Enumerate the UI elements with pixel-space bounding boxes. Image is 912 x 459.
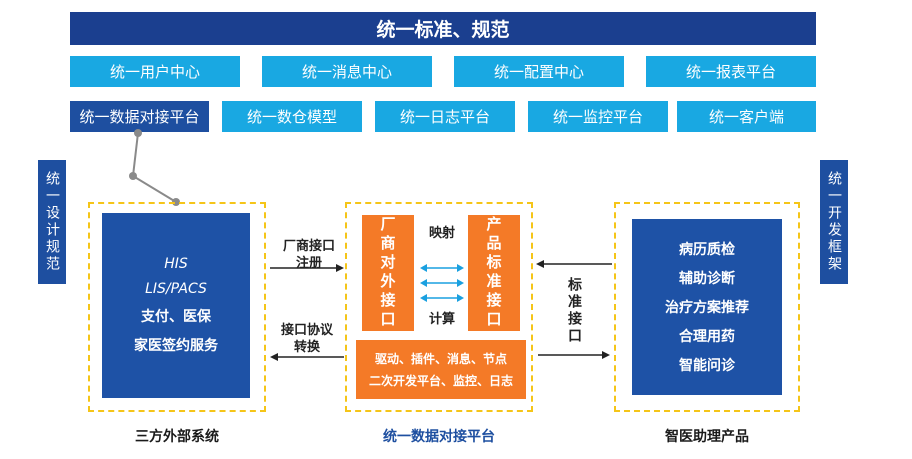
side-label: 统一设计规范 (44, 171, 60, 273)
protocol-convert-label: 接口协议 转换 (272, 322, 342, 356)
vendor-interface-label: 厂商对外接口 (378, 216, 397, 330)
header-title-bar: 统一标准、规范 (70, 12, 816, 45)
services-line-1: 驱动、插件、消息、节点 (374, 351, 507, 366)
platform-services-box: 驱动、插件、消息、节点 二次开发平台、监控、日志 (356, 340, 526, 399)
compute-label: 计算 (428, 312, 455, 327)
unified-log-platform-box: 统一日志平台 (375, 101, 515, 132)
unified-client-box: 统一客户端 (677, 101, 816, 132)
third-party-container (88, 202, 266, 412)
platform-caption: 统一数据对接平台 (383, 429, 495, 445)
box-label: 统一日志平台 (399, 108, 490, 126)
box-label: 统一消息中心 (301, 63, 392, 81)
smart-consult-label: 智能问诊 (679, 358, 735, 374)
arrow-standard-in-head (536, 260, 544, 268)
third-party-systems-box: HIS LIS/PACS 支付、医保 家医签约服务 (102, 213, 250, 398)
box-label: 统一数据对接平台 (79, 108, 200, 126)
side-design-spec: 统一设计规范 (38, 160, 66, 284)
assisted-diagnosis-label: 辅助诊断 (679, 271, 735, 287)
box-label: 统一监控平台 (552, 108, 643, 126)
services-line-2: 二次开发平台、监控、日志 (368, 373, 513, 388)
connector-dot (129, 172, 137, 180)
record-quality-label: 病历质检 (679, 242, 735, 258)
box-label: 统一配置中心 (493, 63, 584, 81)
unified-monitor-platform-box: 统一监控平台 (528, 101, 668, 132)
rational-drug-label: 合理用药 (679, 329, 735, 345)
unified-report-platform-box: 统一报表平台 (646, 56, 816, 87)
unified-message-center-box: 统一消息中心 (262, 56, 432, 87)
his-label: HIS (164, 256, 188, 272)
standard-interface-label: 标准接口 (566, 277, 582, 345)
unified-warehouse-model-box: 统一数仓模型 (222, 101, 362, 132)
side-dev-framework: 统一开发框架 (820, 160, 848, 284)
arrow-standard-out-head (602, 351, 610, 359)
mapping-label: 映射 (428, 226, 455, 241)
platform-container (345, 202, 533, 412)
box-label: 统一用户中心 (109, 63, 200, 81)
third-party-caption: 三方外部系统 (135, 429, 219, 445)
label-line: 厂商接口 (282, 239, 335, 254)
product-interface-label: 产品标准接口 (484, 216, 503, 330)
unified-config-center-box: 统一配置中心 (454, 56, 624, 87)
box-label: 统一数仓模型 (246, 108, 337, 126)
treatment-recommend-label: 治疗方案推荐 (665, 300, 749, 316)
label-line: 转换 (293, 340, 320, 355)
connector-line (131, 132, 177, 203)
header-title: 统一标准、规范 (376, 19, 510, 41)
standard-interface-label-wrap: 标准接口 (558, 272, 590, 350)
products-caption: 智医助理产品 (665, 429, 749, 445)
family-doctor-label: 家医签约服务 (134, 338, 218, 354)
unified-data-integration-box: 统一数据对接平台 (70, 101, 209, 132)
payment-insurance-label: 支付、医保 (141, 309, 211, 325)
lis-pacs-label: LIS/PACS (145, 281, 207, 297)
product-interface-box: 产品标准接口 (468, 215, 520, 331)
side-label: 统一开发框架 (826, 171, 842, 273)
unified-user-center-box: 统一用户中心 (70, 56, 240, 87)
box-label: 统一客户端 (708, 108, 784, 126)
vendor-register-label: 厂商接口 注册 (276, 238, 342, 272)
products-container (614, 202, 800, 412)
label-line: 接口协议 (280, 323, 333, 338)
smart-assistant-products-box: 病历质检 辅助诊断 治疗方案推荐 合理用药 智能问诊 (632, 219, 782, 395)
vendor-interface-box: 厂商对外接口 (362, 215, 414, 331)
label-line: 注册 (295, 256, 322, 271)
box-label: 统一报表平台 (685, 63, 776, 81)
